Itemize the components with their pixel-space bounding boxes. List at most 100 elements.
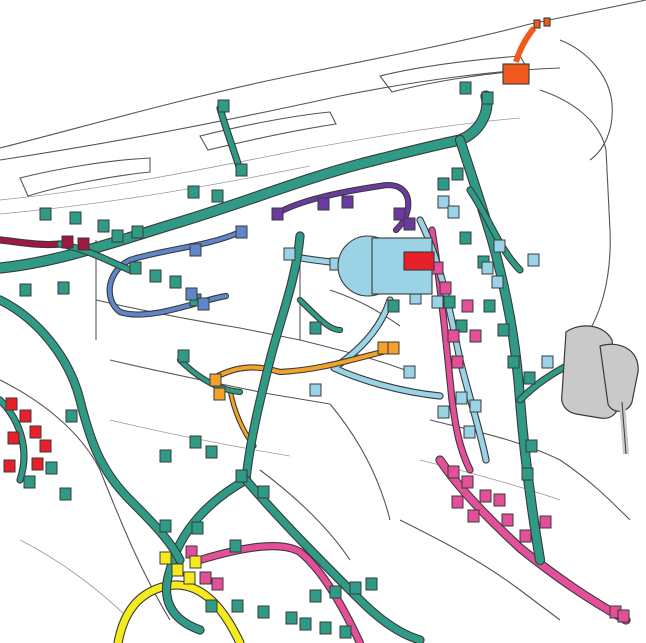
green-connector bbox=[459, 231, 472, 245]
green-connector bbox=[231, 599, 244, 613]
green-connector bbox=[387, 299, 400, 313]
light-blue-connector bbox=[309, 383, 322, 397]
pink-connector bbox=[461, 475, 474, 489]
green-connector bbox=[521, 467, 534, 481]
green-connector bbox=[129, 261, 142, 275]
green-connector bbox=[523, 371, 536, 385]
green-connector bbox=[57, 281, 70, 295]
green-connector bbox=[149, 269, 162, 283]
yellow-connector bbox=[189, 555, 202, 569]
green-connector bbox=[131, 225, 144, 239]
light-blue-connector bbox=[469, 399, 482, 413]
connector-layer bbox=[3, 81, 630, 639]
green-connector bbox=[205, 599, 218, 613]
green-connector bbox=[189, 435, 202, 449]
purple-connector bbox=[271, 207, 284, 221]
orange-harness bbox=[210, 346, 394, 382]
green-connector bbox=[59, 487, 72, 501]
green-connector bbox=[481, 91, 494, 105]
light-blue-connector bbox=[431, 295, 444, 309]
blue-connector bbox=[197, 297, 210, 311]
green-connector bbox=[23, 475, 36, 489]
green-connector bbox=[235, 469, 248, 483]
red-connector bbox=[19, 409, 32, 423]
green-connector bbox=[205, 445, 218, 459]
green-connector bbox=[443, 295, 456, 309]
green-connector bbox=[187, 185, 200, 199]
green-connector bbox=[169, 275, 182, 289]
pink-connector bbox=[479, 489, 492, 503]
yellow-connector bbox=[159, 551, 172, 565]
blue-connector bbox=[185, 287, 198, 301]
green-connector bbox=[507, 355, 520, 369]
pink-connector bbox=[439, 281, 452, 295]
purple-connector bbox=[403, 217, 416, 231]
green-connector bbox=[229, 539, 242, 553]
green-connector bbox=[19, 283, 32, 297]
pink-connector bbox=[211, 577, 224, 591]
green-connector bbox=[455, 319, 468, 333]
pink-connector bbox=[451, 355, 464, 369]
green-connector bbox=[319, 621, 332, 635]
green-connector bbox=[111, 229, 124, 243]
red-connector bbox=[7, 431, 20, 445]
green-connector bbox=[309, 589, 322, 603]
light-blue-connector bbox=[541, 355, 554, 369]
main-harness-center-drop bbox=[241, 231, 305, 485]
green-connector bbox=[451, 167, 464, 181]
green-connector bbox=[159, 449, 172, 463]
light-blue-connector bbox=[437, 195, 450, 209]
light-blue-connector bbox=[463, 425, 476, 439]
green-connector bbox=[211, 189, 224, 203]
light-blue-connector bbox=[283, 247, 296, 261]
blue-connector bbox=[235, 225, 248, 239]
purple-connector bbox=[317, 197, 330, 211]
main-harness-lower-loop bbox=[161, 475, 251, 635]
green-connector bbox=[497, 323, 510, 337]
grey-duct bbox=[561, 325, 639, 455]
green-connector bbox=[339, 625, 352, 639]
green-connector bbox=[235, 163, 248, 177]
light-blue-connector bbox=[527, 253, 540, 267]
green-connector bbox=[525, 439, 538, 453]
junction-block bbox=[337, 235, 435, 297]
dark-red-harness bbox=[0, 236, 64, 249]
dashboard-outline bbox=[0, 0, 646, 621]
pink-connector bbox=[501, 513, 514, 527]
orange-connector bbox=[209, 373, 222, 387]
orange-connector bbox=[377, 341, 390, 355]
green-connector bbox=[437, 177, 450, 191]
red-connector bbox=[39, 439, 52, 453]
purple-connector bbox=[393, 207, 406, 221]
green-connector bbox=[65, 409, 78, 423]
green-connector bbox=[39, 207, 52, 221]
pink-connector bbox=[539, 515, 552, 529]
orange-connector bbox=[213, 387, 226, 401]
green-connector bbox=[459, 81, 472, 95]
pink-connector bbox=[447, 465, 460, 479]
red-connector bbox=[29, 425, 42, 439]
pink-harness-right bbox=[435, 455, 631, 625]
main-harness-left-drop bbox=[0, 295, 185, 565]
light-blue-connector bbox=[447, 205, 460, 219]
dark-red-connector bbox=[77, 237, 90, 251]
green-connector bbox=[69, 211, 82, 225]
light-blue-connector bbox=[491, 275, 504, 289]
light-blue-connector bbox=[481, 261, 494, 275]
purple-connector bbox=[341, 195, 354, 209]
green-connector bbox=[365, 577, 378, 591]
main-harness-lower-right bbox=[241, 475, 425, 643]
pink-connector bbox=[461, 299, 474, 313]
light-blue-connector bbox=[455, 391, 468, 405]
orange-connector bbox=[387, 341, 400, 355]
main-harness-right-branch bbox=[466, 186, 524, 274]
yellow-connector bbox=[183, 571, 196, 585]
pink-connector bbox=[493, 493, 506, 507]
green-connector bbox=[217, 99, 230, 113]
green-connector bbox=[257, 605, 270, 619]
green-connector bbox=[285, 611, 298, 625]
pink-connector bbox=[199, 571, 212, 585]
pink-connector bbox=[451, 495, 464, 509]
light-blue-connector bbox=[437, 405, 450, 419]
